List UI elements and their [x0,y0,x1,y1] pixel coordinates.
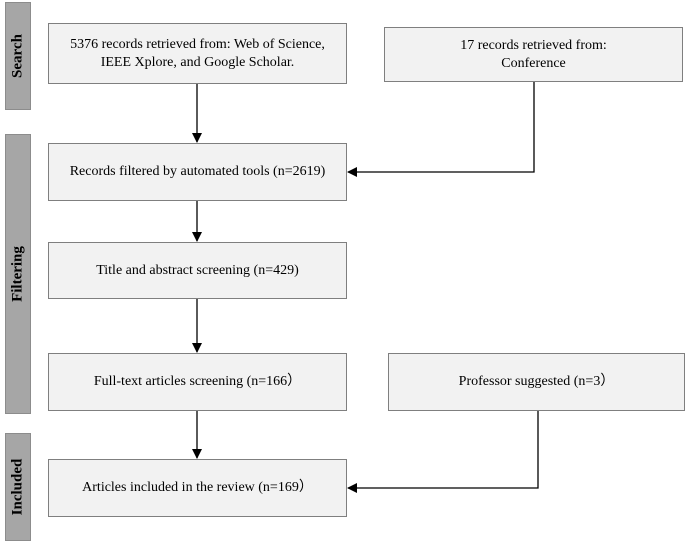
phase-search: Search [5,2,31,110]
box-full-text: Full-text articles screening (n=166） [48,353,347,411]
box-professor-text: Professor suggested (n=3） [458,374,615,389]
box-records-retrieved: 5376 records retrieved from: Web of Scie… [48,23,347,84]
box-professor: Professor suggested (n=3） [388,353,685,411]
box-included: Articles included in the review (n=169） [48,459,347,517]
box-full-text-text: Full-text articles screening (n=166） [93,374,302,389]
arrow-conference-to-filtered [347,82,535,177]
box-included-text: Articles included in the review (n=169） [82,480,313,495]
phase-included: Included [5,433,31,541]
box-conference-records: 17 records retrieved from: Conference [384,27,683,82]
phase-filtering: Filtering [5,134,31,414]
box-conference-records-text: 17 records retrieved from: Conference [460,37,607,71]
box-records-retrieved-text: 5376 records retrieved from: Web of Scie… [70,36,325,70]
box-title-abstract-text: Title and abstract screening (n=429) [96,262,299,278]
arrow-professor-to-included [347,411,539,493]
box-title-abstract: Title and abstract screening (n=429) [48,242,347,299]
box-filtered-tools-text: Records filtered by automated tools (n=2… [69,164,326,179]
box-filtered-tools: Records filtered by automated tools (n=2… [48,143,347,201]
